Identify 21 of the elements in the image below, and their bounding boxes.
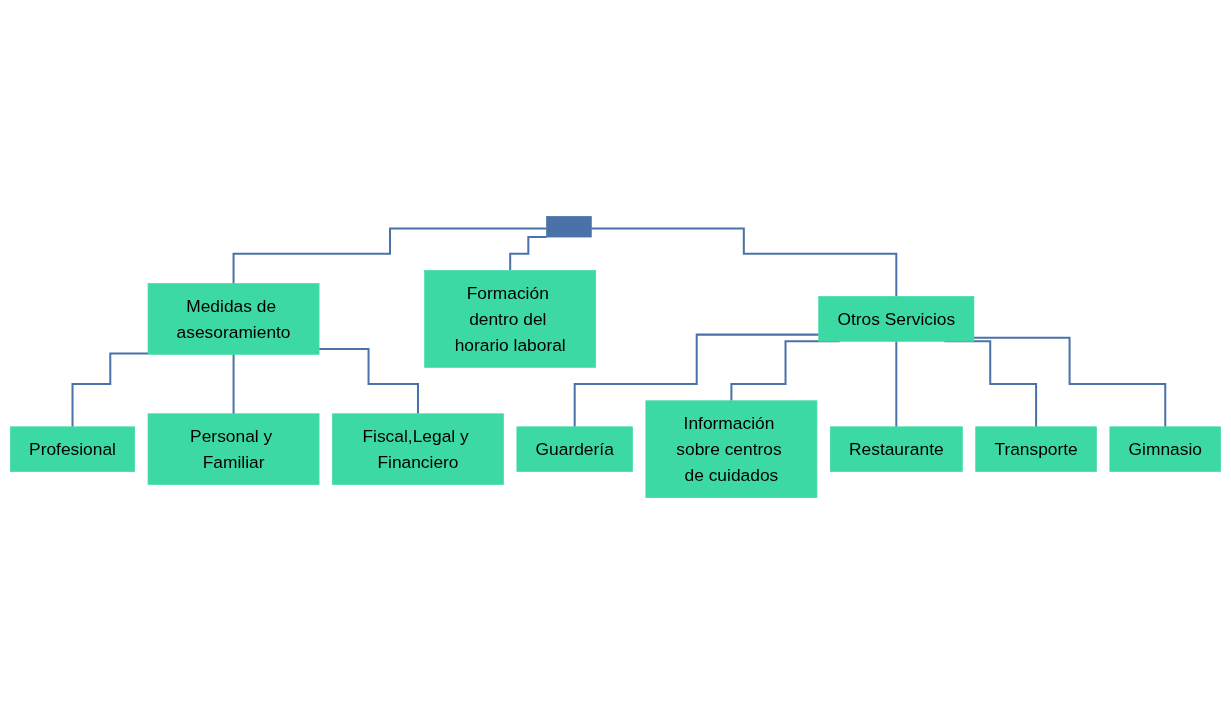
- node-box: Formación dentro del horario laboral: [424, 269, 597, 368]
- connector: [232, 227, 548, 284]
- connector: [318, 347, 419, 415]
- node-box: Guardería: [516, 425, 633, 472]
- node-box: Medidas de asesoramiento: [147, 282, 320, 355]
- connector: [232, 352, 235, 415]
- node-bar: [546, 215, 592, 237]
- node-box: Transporte: [975, 425, 1097, 472]
- node-box: Gimnasio: [1109, 425, 1221, 472]
- node-box: Personal y Familiar: [147, 412, 320, 485]
- connector: [509, 235, 548, 271]
- connector: [71, 352, 150, 428]
- connector: [590, 227, 898, 297]
- node-box: Información sobre centros de cuidados: [645, 399, 818, 498]
- connector: [972, 336, 1167, 428]
- node-box: Otros Servicios: [818, 295, 975, 342]
- node-box: Fiscal,Legal y Financiero: [332, 412, 504, 485]
- connector: [573, 333, 820, 428]
- node-box: Restaurante: [829, 425, 963, 472]
- node-box: Profesional: [10, 425, 135, 472]
- connector: [895, 339, 898, 428]
